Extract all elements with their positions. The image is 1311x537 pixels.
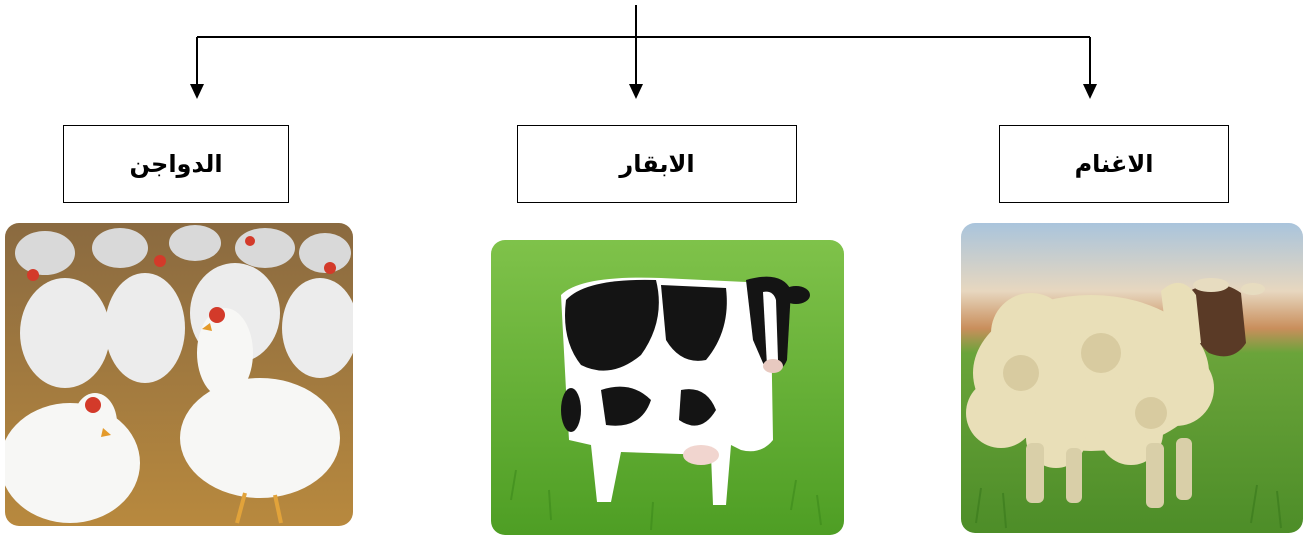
cow-photo bbox=[491, 240, 844, 535]
sheep-photo bbox=[961, 223, 1303, 533]
label-cattle: الابقار bbox=[619, 150, 695, 178]
chickens-photo bbox=[5, 223, 353, 526]
arrow-down-icon bbox=[190, 84, 204, 99]
arrow-down-icon bbox=[629, 84, 643, 99]
label-sheep: الاغنام bbox=[1074, 150, 1154, 178]
label-box-poultry: الدواجن bbox=[63, 125, 289, 203]
label-box-sheep: الاغنام bbox=[999, 125, 1229, 203]
label-box-cattle: الابقار bbox=[517, 125, 797, 203]
label-poultry: الدواجن bbox=[129, 150, 223, 178]
arrow-down-icon bbox=[1083, 84, 1097, 99]
